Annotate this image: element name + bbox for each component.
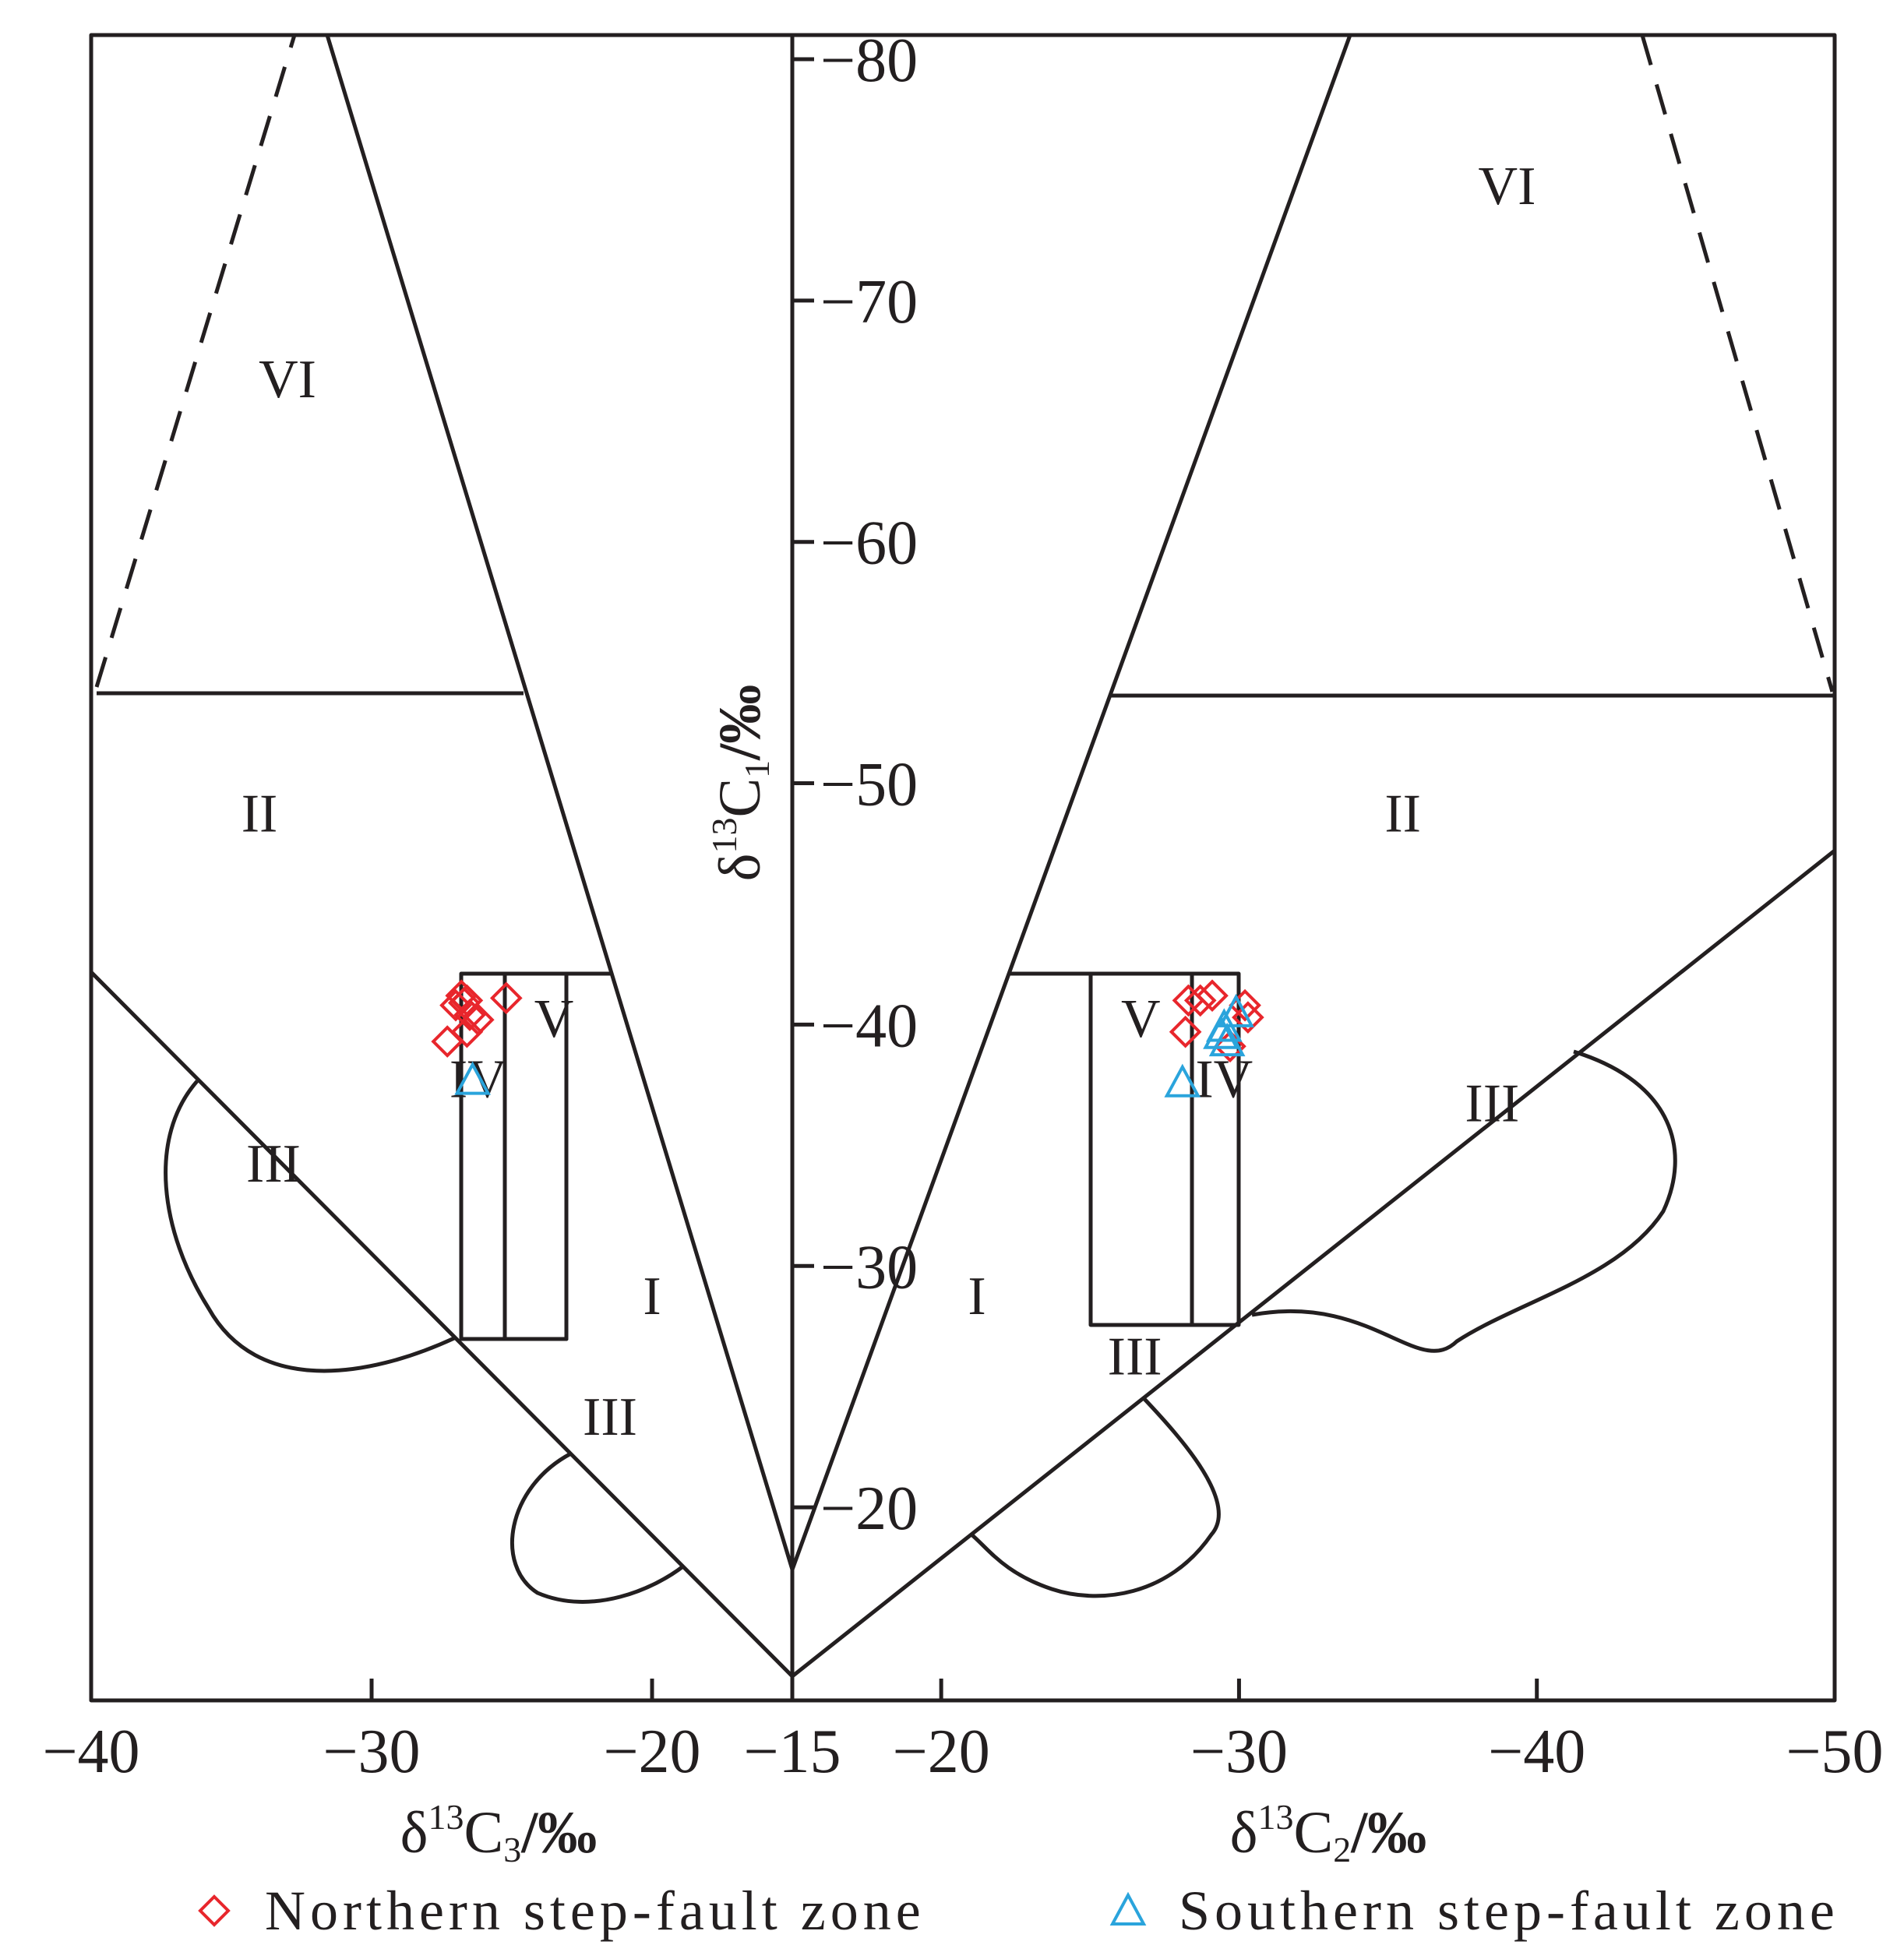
zone-label-iv: IV — [450, 1049, 507, 1109]
zone-label-iii: III — [246, 1134, 301, 1194]
legend-marker-triangle — [1109, 1891, 1147, 1926]
left-main-diagonal — [90, 971, 794, 1678]
left-vi-dashed-boundary — [94, 34, 297, 688]
x-tick-label-left: −15 — [743, 1718, 841, 1786]
zone-label-v: V — [534, 989, 574, 1049]
zone-label-ii: II — [1384, 784, 1421, 844]
zone-boundaries — [89, 33, 1837, 1703]
zone-label-iii: III — [1465, 1073, 1519, 1133]
left-zone-iii-lower-curve — [510, 1451, 686, 1604]
zone-label-i: I — [968, 1267, 985, 1327]
left-steep-boundary — [325, 34, 795, 1570]
data-point-diamond-left — [450, 1015, 484, 1048]
legend: Northern step-fault zone Southern step-fa… — [198, 1880, 1839, 1942]
x-tick-label-right: −40 — [1488, 1718, 1585, 1786]
data-point-diamond-left — [439, 988, 472, 1022]
right-steep-boundary — [790, 34, 1352, 1570]
y-axis-title: δ13C1/‰ — [704, 685, 777, 882]
data-point-triangle-right — [1208, 1022, 1246, 1057]
zone-label-vi: VI — [1479, 157, 1536, 217]
data-point-diamond-left — [489, 981, 523, 1015]
legend-marker-diamond — [198, 1894, 231, 1927]
right-zone-iii-upper-curve — [1251, 1049, 1677, 1353]
x-tick-label-right: −20 — [893, 1718, 990, 1786]
y-tick-label: −50 — [820, 751, 918, 819]
data-point-diamond-left — [453, 999, 486, 1031]
right-main-diagonal — [791, 849, 1836, 1678]
x-tick-label-right: −30 — [1190, 1718, 1288, 1786]
legend-label: Northern step-fault zone — [265, 1880, 926, 1942]
data-point-triangle-left — [454, 1061, 491, 1095]
zone-label-v: V — [1121, 989, 1161, 1049]
data-points — [431, 979, 1264, 1098]
x-axis-title-left: δ13C3/‰ — [400, 1797, 598, 1869]
y-tick-label: −70 — [820, 268, 918, 336]
y-tick-label: −60 — [820, 509, 918, 578]
zone-label-iii: III — [583, 1387, 637, 1447]
data-point-triangle-right — [1218, 993, 1254, 1027]
data-point-diamond-right — [1232, 1001, 1264, 1034]
x-axis-title-right: δ13C2/‰ — [1230, 1797, 1427, 1869]
x-tick-label-left: −30 — [323, 1718, 420, 1786]
data-point-triangle-right — [1164, 1063, 1201, 1098]
axes: −80 −70 −60 −50 −40 −30 −20 δ13C1/‰ −40 −30 −20 −15… — [42, 26, 1883, 1869]
right-zone-box — [1088, 971, 1241, 1327]
plot-frame — [89, 33, 1837, 1703]
data-point-triangle-right — [1203, 1015, 1239, 1049]
zone-label-vi: VI — [259, 350, 316, 410]
x-tick-label-left: −20 — [603, 1718, 700, 1786]
y-tick-label: −80 — [820, 26, 918, 95]
y-tick-label: −30 — [820, 1233, 918, 1302]
data-point-diamond-left — [447, 986, 481, 1020]
y-tick-label: −20 — [820, 1475, 918, 1543]
data-point-diamond-right — [1183, 984, 1217, 1017]
legend-label: Southern step-fault zone — [1179, 1880, 1839, 1942]
x-tick-label-right: −50 — [1786, 1718, 1883, 1786]
data-point-diamond-right — [1196, 979, 1229, 1013]
zone-label-iii: III — [1108, 1327, 1162, 1387]
data-point-diamond-right — [1169, 1015, 1202, 1048]
y-tick-label: −40 — [820, 992, 918, 1060]
right-vi-dashed-boundary — [1640, 34, 1835, 692]
zone-label-iv: IV — [1195, 1049, 1253, 1109]
x-tick-label-left: −40 — [42, 1718, 139, 1786]
right-zone-iii-lower-curve — [970, 1397, 1221, 1598]
zone-label-i: I — [643, 1267, 661, 1327]
zone-label-ii: II — [242, 784, 278, 844]
left-zone-iii-upper-curve — [164, 1080, 456, 1373]
data-point-diamond-left — [431, 1025, 464, 1058]
